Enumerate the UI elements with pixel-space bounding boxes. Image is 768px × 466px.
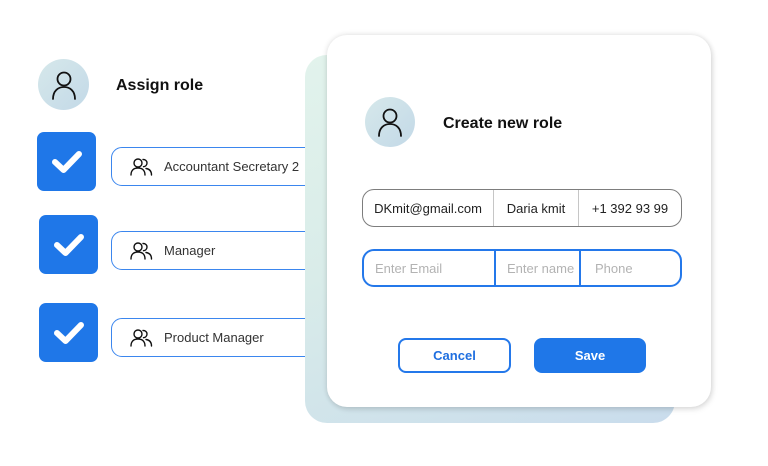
role-label: Manager bbox=[164, 243, 216, 258]
role-checkbox-accountant-secretary[interactable] bbox=[37, 132, 96, 191]
name-input[interactable]: Enter name bbox=[494, 251, 579, 285]
checkmark-icon bbox=[53, 233, 84, 256]
role-checkbox-manager[interactable] bbox=[39, 215, 98, 274]
phone-input[interactable]: Phone bbox=[579, 251, 680, 285]
email-value[interactable]: DKmit@gmail.com bbox=[374, 200, 482, 216]
role-item-accountant-secretary[interactable]: Accountant Secretary 2 bbox=[111, 147, 341, 186]
assign-role-avatar bbox=[38, 59, 89, 110]
name-value[interactable]: Daria kmit bbox=[493, 190, 578, 226]
create-role-avatar bbox=[365, 97, 415, 147]
role-label: Product Manager bbox=[164, 330, 264, 345]
save-button[interactable]: Save bbox=[534, 338, 646, 373]
checkmark-icon bbox=[53, 321, 84, 344]
assign-role-title: Assign role bbox=[116, 77, 204, 94]
modal-title: Create new role bbox=[443, 115, 563, 132]
users-icon bbox=[130, 241, 154, 260]
phone-value[interactable]: +1 392 93 99 bbox=[578, 190, 681, 226]
role-label: Accountant Secretary 2 bbox=[164, 159, 300, 174]
users-icon bbox=[130, 157, 154, 176]
cancel-button[interactable]: Cancel bbox=[398, 338, 511, 373]
new-entry-row: Enter Email Enter name Phone bbox=[362, 249, 682, 287]
user-icon bbox=[51, 71, 76, 100]
role-checkbox-product-manager[interactable] bbox=[39, 303, 98, 362]
checkmark-icon bbox=[51, 150, 82, 173]
users-icon bbox=[130, 328, 154, 347]
user-icon bbox=[378, 108, 402, 137]
role-item-product-manager[interactable]: Product Manager bbox=[111, 318, 341, 357]
email-input[interactable]: Enter Email bbox=[375, 260, 443, 276]
existing-entry-row: DKmit@gmail.com Daria kmit +1 392 93 99 bbox=[362, 189, 682, 227]
